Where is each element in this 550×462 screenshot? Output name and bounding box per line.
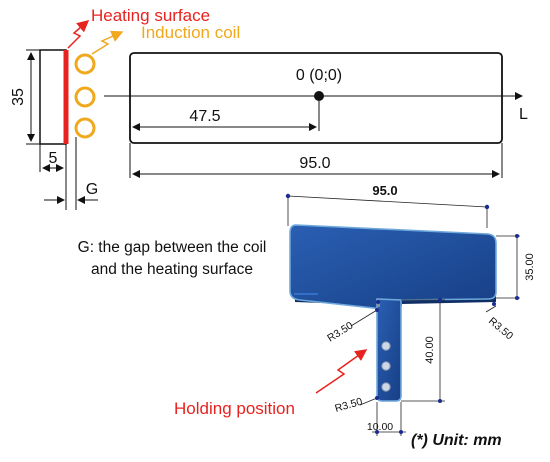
specimen-side-block bbox=[39, 49, 67, 145]
cad-hole-3 bbox=[381, 382, 391, 392]
cad-dim-right-label: 35.00 bbox=[524, 253, 536, 281]
holding-position-label: Holding position bbox=[174, 399, 295, 418]
cad-radius-upper-right: R3.50 bbox=[486, 315, 515, 342]
unit-note: (*) Unit: mm bbox=[411, 432, 502, 449]
specimen-top-outline bbox=[129, 52, 503, 144]
heating-surface-arrow bbox=[67, 20, 90, 49]
l-axis-label: L bbox=[519, 106, 528, 123]
induction-coil-arrow bbox=[91, 30, 124, 55]
dim-thickness-label: 5 bbox=[49, 150, 58, 167]
dim-gap-label: G bbox=[86, 181, 98, 198]
top-view: L 0 (0;0) 47.5 95.0 bbox=[104, 52, 528, 178]
coil-turn-3 bbox=[74, 117, 96, 139]
cad-radius-lower: R3.50 bbox=[334, 396, 364, 415]
heating-surface-label: Heating surface bbox=[91, 6, 210, 25]
cad-head-plate bbox=[289, 224, 497, 311]
cad-model: 95.0 35.00 40.00 10.00 R bbox=[285, 183, 536, 436]
gap-note: G: the gap between the coil and the heat… bbox=[77, 239, 267, 278]
cad-dim-top-line bbox=[287, 195, 488, 208]
cad-hole-2 bbox=[381, 361, 391, 371]
side-view: 35 5 G bbox=[10, 20, 124, 210]
dim-half-length-label: 47.5 bbox=[189, 108, 220, 125]
dim-height-label: 35 bbox=[10, 88, 27, 106]
cad-dim-top-label: 95.0 bbox=[372, 183, 397, 198]
origin-point bbox=[314, 91, 324, 101]
cad-radius-upper-left: R3.50 bbox=[325, 319, 355, 344]
dim-length-label: 95.0 bbox=[299, 155, 330, 172]
cad-dim-width-label: 10.00 bbox=[367, 421, 393, 433]
induction-coil-label: Induction coil bbox=[141, 23, 240, 42]
origin-label: 0 (0;0) bbox=[296, 67, 342, 84]
holding-position-arrow bbox=[315, 349, 368, 394]
cad-hole-1 bbox=[381, 341, 391, 351]
cad-dim-stem-label: 40.00 bbox=[424, 336, 436, 364]
coil-turn-2 bbox=[74, 86, 96, 108]
coil-turn-1 bbox=[74, 53, 96, 75]
